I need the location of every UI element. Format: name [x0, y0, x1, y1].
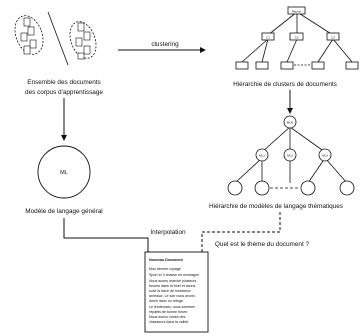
- clustering-label: clustering: [151, 41, 179, 48]
- cluster-leaf-5: [345, 61, 359, 70]
- corpus-label-line1: Ensemble des documents: [27, 79, 101, 86]
- model-tree-labels: MLR ML1 ML2 ML3: [259, 120, 328, 157]
- model-node-1: [255, 148, 269, 162]
- cluster-root-node: [287, 6, 306, 15]
- new-document-page: [144, 251, 209, 333]
- cluster-tree-labels: Racine C1 C2 C3: [266, 9, 335, 39]
- model-node-3-label: ML3: [322, 153, 328, 157]
- cluster-hierarchy-label: Hiérarchie de clusters de documents: [233, 81, 337, 88]
- document-line-6: animaux. Le soir nous avons: [149, 294, 195, 298]
- document-line-4: heures dans la foret et avons: [149, 284, 196, 288]
- new-document: Nouveau Document Mon dernier voyage Spor…: [144, 251, 209, 333]
- cluster-node-1: [261, 32, 275, 41]
- corpus-label-line2: des corpus d'apprentissage: [25, 89, 103, 96]
- document-icon-group-right: [75, 22, 91, 60]
- model-hierarchy-tree: [227, 115, 355, 196]
- general-model-node: [37, 145, 91, 199]
- model-node-2-label: ML2: [287, 153, 293, 157]
- cluster-node-1-label: C1: [266, 35, 270, 39]
- document-line-5: suivi la trace de nombreux: [149, 289, 191, 293]
- document-line-9: repartis de bonne heure.: [149, 310, 188, 314]
- general-model-node-label: ML: [60, 170, 68, 176]
- model-node-2: [283, 148, 297, 162]
- clustering-arrow: clustering: [118, 41, 206, 53]
- cluster-root-label: Racine: [292, 9, 302, 13]
- document-line-10: Nous avons croisé des: [149, 315, 186, 319]
- model-leaf-1: [227, 180, 243, 196]
- cluster-node-2: [289, 32, 304, 41]
- cluster-node-3: [326, 32, 340, 41]
- new-document-title: Nouveau Document: [149, 258, 184, 262]
- cluster-leaf-3: [280, 61, 294, 70]
- general-model: ML Modèle de langage général: [25, 145, 103, 215]
- document-line-11: chasseurs dans la vallée.: [149, 320, 189, 324]
- theme-question-connector: Quel est le thème du document ?: [199, 212, 310, 263]
- model-leaf-3: [300, 180, 316, 196]
- model-leaf-2: [254, 180, 270, 196]
- corpus-document-set: Ensemble des documents des corpus d'appr…: [14, 11, 103, 96]
- cluster-leaf-2: [255, 61, 269, 70]
- cluster-node-2-label: C2: [295, 35, 299, 39]
- theme-question-label: Quel est le thème du document ?: [215, 241, 310, 248]
- cluster-node-3-label: C3: [331, 35, 335, 39]
- model-root-label: MLR: [287, 120, 294, 124]
- document-line-8: Le lendemain, nous sommes: [149, 305, 195, 309]
- thematic-models-label: Hiérarchie de modèles de langage thémati…: [209, 203, 343, 210]
- model-node-3: [318, 148, 332, 162]
- cluster-leaf-1: [235, 61, 249, 70]
- document-line-3: Nous avons marché plusieurs: [149, 279, 197, 283]
- cluster-leaf-4: [311, 61, 325, 70]
- document-line-1: Mon dernier voyage: [149, 267, 181, 271]
- document-line-7: dormi dans un refuge.: [149, 299, 184, 303]
- document-line-2: Sport et 3 chasse en montagne: [149, 273, 199, 277]
- model-leaf-4: [339, 180, 355, 196]
- model-node-1-label: ML1: [259, 153, 265, 157]
- interpolation-label: Interpolation: [150, 229, 186, 236]
- general-model-label: Modèle de langage général: [25, 208, 102, 215]
- interpolation-connector: Interpolation: [63, 218, 186, 263]
- document-icon-group-left: [20, 17, 37, 55]
- model-root-node: [283, 115, 297, 129]
- cluster-hierarchy-tree: [235, 6, 359, 70]
